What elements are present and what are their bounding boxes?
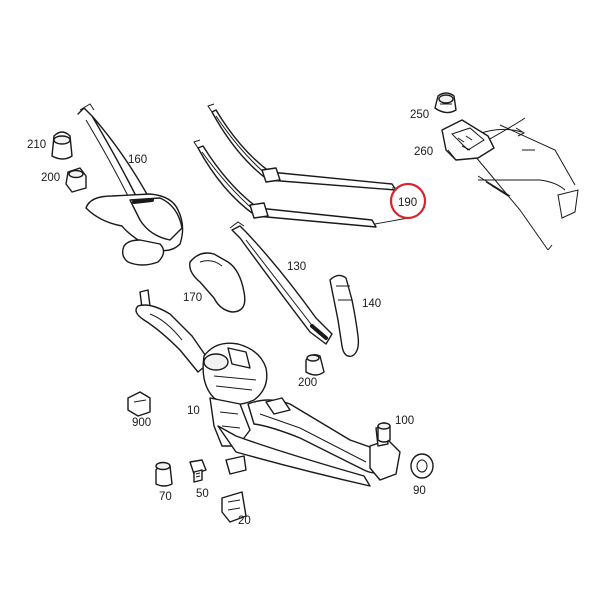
callout-200-lower: 200 xyxy=(298,377,317,389)
part-160-wiper-arm[interactable] xyxy=(77,103,184,266)
callout-10: 10 xyxy=(187,405,200,417)
highlight-circle-190 xyxy=(389,182,427,220)
callout-70: 70 xyxy=(159,491,172,503)
part-900-clip[interactable] xyxy=(127,391,151,417)
vehicle-windshield-sketch xyxy=(469,117,579,251)
part-50-bolt[interactable] xyxy=(189,459,207,483)
callout-210: 210 xyxy=(27,139,46,151)
callout-90: 90 xyxy=(413,485,426,497)
callout-140: 140 xyxy=(362,298,381,310)
callout-160: 160 xyxy=(128,154,147,166)
part-210-cap[interactable] xyxy=(51,131,73,160)
part-260-nozzle-housing[interactable] xyxy=(441,119,495,161)
part-10-wiper-linkage-motor[interactable] xyxy=(135,289,401,487)
part-90-round-cap[interactable] xyxy=(410,453,434,479)
part-20-bracket[interactable] xyxy=(221,455,247,523)
callout-200-upper: 200 xyxy=(41,172,60,184)
callout-130: 130 xyxy=(287,261,306,273)
part-170-cover[interactable] xyxy=(189,252,246,313)
callout-170: 170 xyxy=(183,292,202,304)
part-200-grommet-lower[interactable] xyxy=(305,353,325,376)
callout-900: 900 xyxy=(132,417,151,429)
part-70-grommet[interactable] xyxy=(155,461,173,487)
callout-100: 100 xyxy=(395,415,414,427)
callout-190: 190 xyxy=(398,197,417,209)
callout-260: 260 xyxy=(414,146,433,158)
part-200-nut-upper[interactable] xyxy=(65,167,87,193)
part-100-bushing[interactable] xyxy=(377,422,391,443)
part-250-nozzle-cap[interactable] xyxy=(434,92,457,114)
callout-50: 50 xyxy=(196,488,209,500)
callout-250: 250 xyxy=(410,109,429,121)
part-130-wiper-arm[interactable] xyxy=(229,221,333,345)
part-140-link[interactable] xyxy=(329,274,360,357)
part-190-wiper-blades[interactable] xyxy=(193,103,409,228)
callout-20: 20 xyxy=(238,515,251,527)
